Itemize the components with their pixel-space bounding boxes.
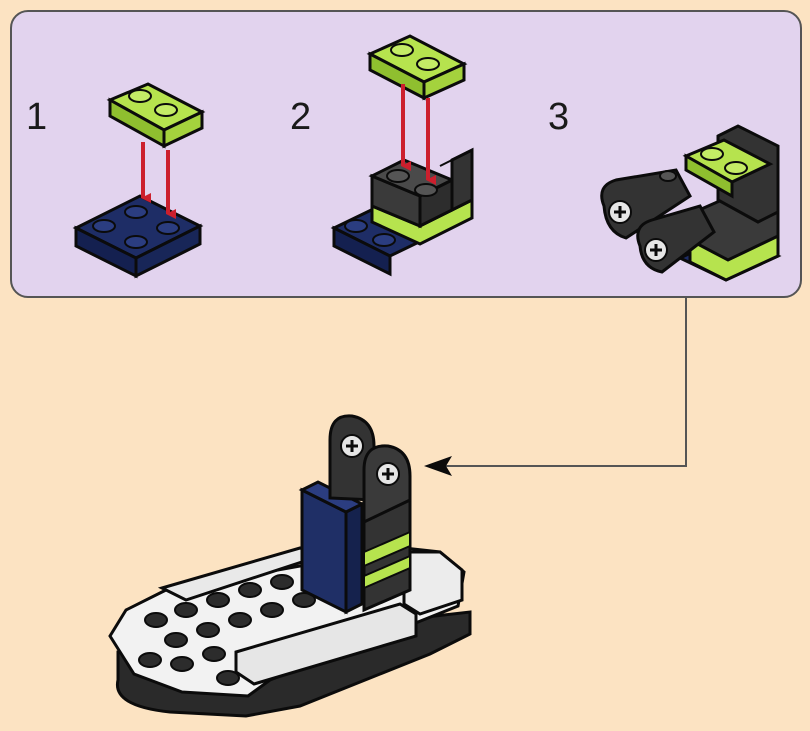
step-3-illustration <box>600 124 782 282</box>
blue-plate-2x2 <box>72 194 204 279</box>
hover-vehicle-model <box>108 414 472 718</box>
step-number-3: 3 <box>548 96 570 138</box>
step-number-1: 1 <box>26 96 48 138</box>
hinge-arm <box>362 444 412 525</box>
pointer-arrowhead <box>424 456 452 476</box>
lime-plate-1x2 <box>106 82 206 149</box>
step-2-illustration <box>330 34 474 277</box>
callout-pointer <box>424 298 687 476</box>
step-1-illustration <box>72 82 206 279</box>
hinge-arm <box>636 204 716 274</box>
step-number-2: 2 <box>290 96 312 138</box>
hinge-arm <box>600 168 692 240</box>
